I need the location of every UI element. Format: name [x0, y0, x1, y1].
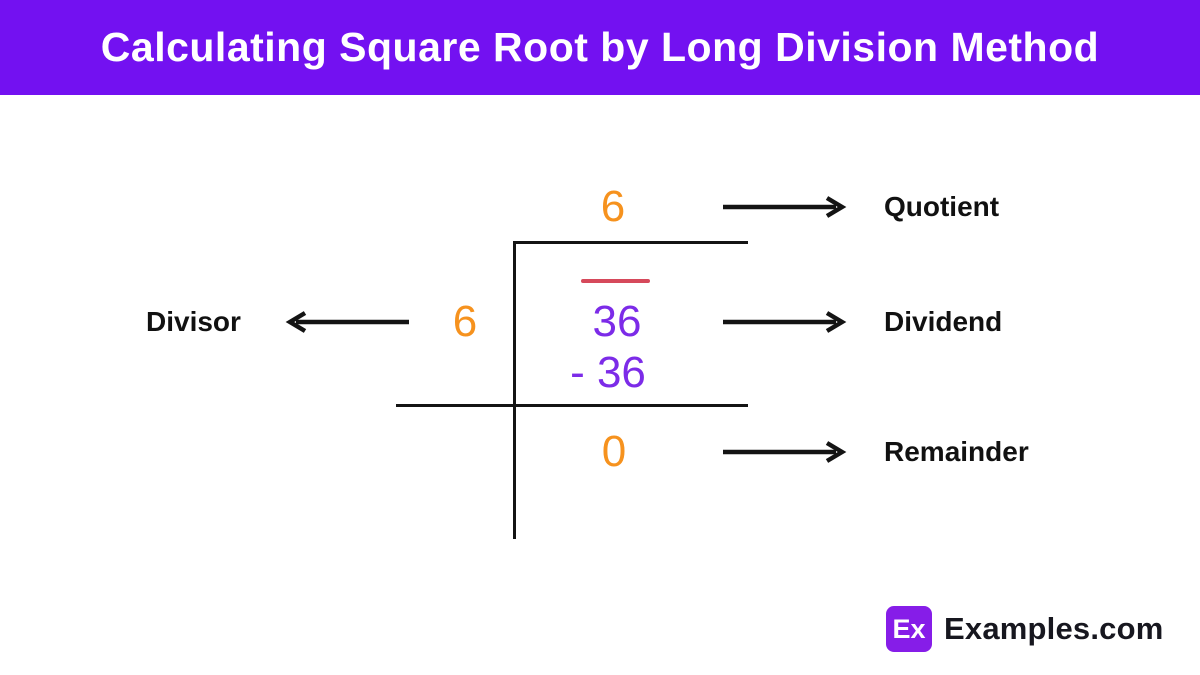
division-bottom-line — [396, 404, 748, 407]
divisor-value: 6 — [452, 297, 478, 346]
header-banner: Calculating Square Root by Long Division… — [0, 0, 1200, 95]
page-title: Calculating Square Root by Long Division… — [100, 24, 1100, 70]
pair-marker-line — [581, 279, 650, 283]
subtraction-value: - 36 — [570, 348, 646, 397]
divisor-label: Divisor — [146, 306, 241, 337]
remainder-value: 0 — [601, 427, 627, 476]
division-top-line — [514, 241, 748, 244]
brand-logo: Ex Examples.com — [886, 606, 1164, 652]
dividend-value: 36 — [592, 297, 642, 346]
arrow-left-icon — [285, 311, 409, 333]
brand-name: Examples.com — [944, 611, 1164, 646]
division-vertical-line — [513, 241, 516, 539]
arrow-right-icon — [723, 196, 847, 218]
arrow-right-icon — [723, 441, 847, 463]
dividend-label: Dividend — [884, 306, 1003, 337]
quotient-label: Quotient — [884, 191, 1000, 222]
arrow-right-icon — [723, 311, 847, 333]
quotient-value: 6 — [600, 182, 626, 231]
examples-logo-icon: Ex — [886, 606, 932, 652]
remainder-label: Remainder — [884, 436, 1029, 467]
